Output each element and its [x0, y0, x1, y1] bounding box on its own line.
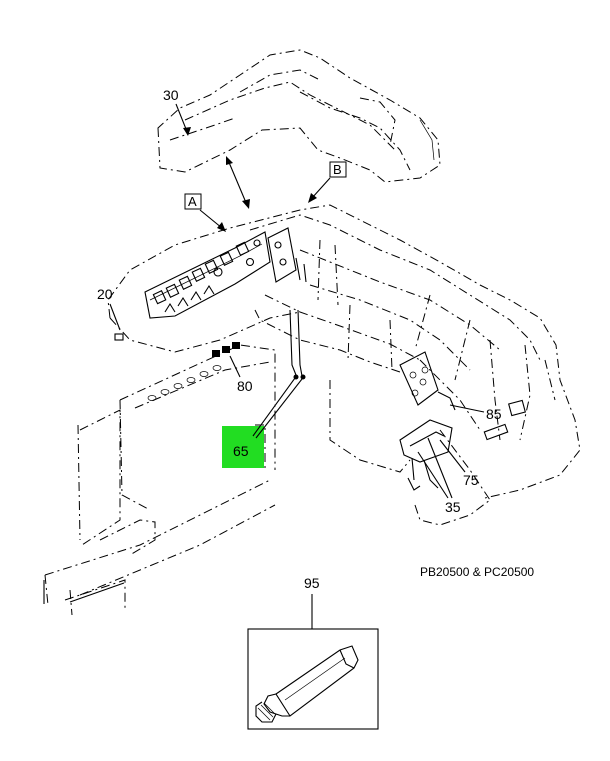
view-label-a-text: A: [188, 194, 197, 209]
view-label-a: A: [184, 193, 226, 232]
view-label-b-text: B: [333, 162, 342, 177]
callout-20-label: 20: [97, 286, 113, 302]
dashboard-outline: [107, 204, 581, 526]
callout-65-label: 65: [233, 443, 249, 459]
switch-panel: [114, 231, 271, 341]
callout-30-label: 30: [163, 87, 179, 103]
callout-65[interactable]: 65: [222, 377, 303, 468]
callout-80: 80: [229, 355, 253, 394]
callout-95: 95: [304, 575, 320, 629]
callout-85: 85: [449, 404, 502, 422]
sealant-tube-inset: [247, 628, 379, 730]
callout-85-label: 85: [486, 406, 502, 422]
callout-80-label: 80: [237, 378, 253, 394]
callout-35: 35: [417, 437, 461, 515]
callout-20: 20: [97, 286, 121, 331]
callout-30: 30: [163, 87, 191, 136]
cable-assembly: [289, 309, 306, 380]
callout-95-label: 95: [304, 575, 320, 591]
assembly-arrow: [226, 156, 250, 209]
callout-65-highlight[interactable]: [222, 426, 264, 468]
callout-35-label: 35: [445, 499, 461, 515]
view-label-b: B: [308, 161, 347, 203]
upper-cover-panel: [157, 49, 441, 183]
model-designation: PB20500 & PC20500: [420, 565, 534, 579]
callout-75-label: 75: [463, 472, 479, 488]
lower-panel-structure: [43, 342, 276, 616]
callout-75: 75: [439, 439, 479, 488]
lever-assembly: [399, 419, 453, 491]
